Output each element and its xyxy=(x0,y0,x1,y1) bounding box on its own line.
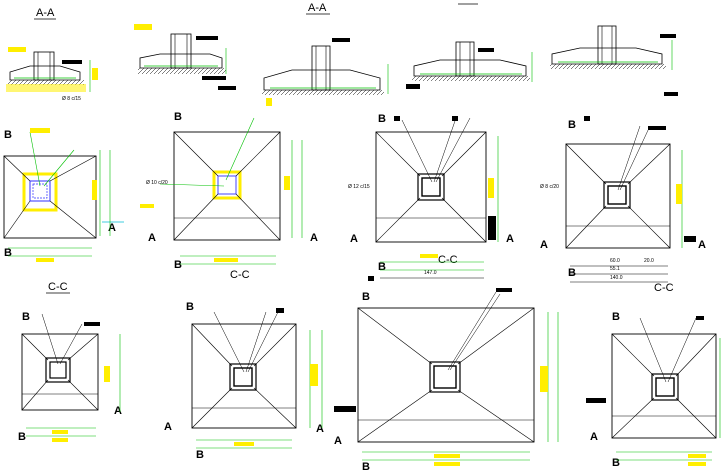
marker-b: B xyxy=(362,461,370,473)
dimension-label: 147.0 xyxy=(424,270,437,276)
section-title-cc: C-C xyxy=(438,254,458,266)
plan-7: B B A xyxy=(334,276,559,473)
section-title-aa-small: A-A xyxy=(36,7,55,19)
marker-a: A xyxy=(310,232,318,244)
plan-2: B B A A C-C Ø 10 c/20 xyxy=(140,111,318,281)
plan-4: B B A A C-C Ø 8 c/20 60.0 55.1 140.0 20.… xyxy=(540,116,706,294)
section-aa-5 xyxy=(550,25,678,96)
rebar-note: Ø 12 c/15 xyxy=(348,184,370,190)
marker-b: B xyxy=(362,291,370,303)
marker-a: A xyxy=(334,435,342,447)
plan-1: B B A xyxy=(3,128,124,262)
dimension-label: 140.0 xyxy=(610,275,623,281)
dimension-label: 20.0 xyxy=(644,258,654,264)
marker-b: B xyxy=(4,247,12,259)
marker-a: A xyxy=(590,431,598,443)
section-aa-2: A-A xyxy=(134,2,478,90)
plan-8: B B A xyxy=(586,311,721,469)
marker-b: B xyxy=(186,301,194,313)
section-aa-1: A-A Ø 8 c/15 xyxy=(6,7,98,102)
rebar-note: Ø 10 c/20 xyxy=(146,180,168,186)
marker-a: A xyxy=(148,232,156,244)
marker-b: B xyxy=(22,311,30,323)
marker-b: B xyxy=(196,449,204,461)
plan-3: B B A A C-C Ø 12 c/15 147.0 xyxy=(348,113,514,279)
dimension-label: 55.1 xyxy=(610,266,620,272)
section-aa-4 xyxy=(406,41,533,89)
marker-a: A xyxy=(114,405,122,417)
plan-5: C-C B B A xyxy=(18,281,122,443)
marker-b: B xyxy=(378,261,386,273)
marker-a: A xyxy=(164,421,172,433)
marker-b: B xyxy=(4,129,12,141)
rebar-note: Ø 8 c/15 xyxy=(62,96,81,102)
marker-a: A xyxy=(108,222,116,234)
section-title-aa-main: A-A xyxy=(308,2,327,14)
marker-b: B xyxy=(568,119,576,131)
dimension-label: 60.0 xyxy=(610,258,620,264)
marker-b: B xyxy=(568,267,576,279)
section-title-cc: C-C xyxy=(230,269,250,281)
marker-a: A xyxy=(350,233,358,245)
marker-a: A xyxy=(540,239,548,251)
marker-a: A xyxy=(316,423,324,435)
marker-b: B xyxy=(612,311,620,323)
marker-b: B xyxy=(612,457,620,469)
marker-a: A xyxy=(698,239,706,251)
marker-b: B xyxy=(378,113,386,125)
section-aa-3 xyxy=(262,38,389,106)
marker-b: B xyxy=(174,111,182,123)
rebar-note: Ø 8 c/20 xyxy=(540,184,559,190)
marker-a: A xyxy=(506,233,514,245)
section-title-cc: C-C xyxy=(654,282,674,294)
marker-b: B xyxy=(174,259,182,271)
plan-6: B B A A xyxy=(164,301,324,461)
marker-b: B xyxy=(18,431,26,443)
section-title-cc: C-C xyxy=(48,281,68,293)
